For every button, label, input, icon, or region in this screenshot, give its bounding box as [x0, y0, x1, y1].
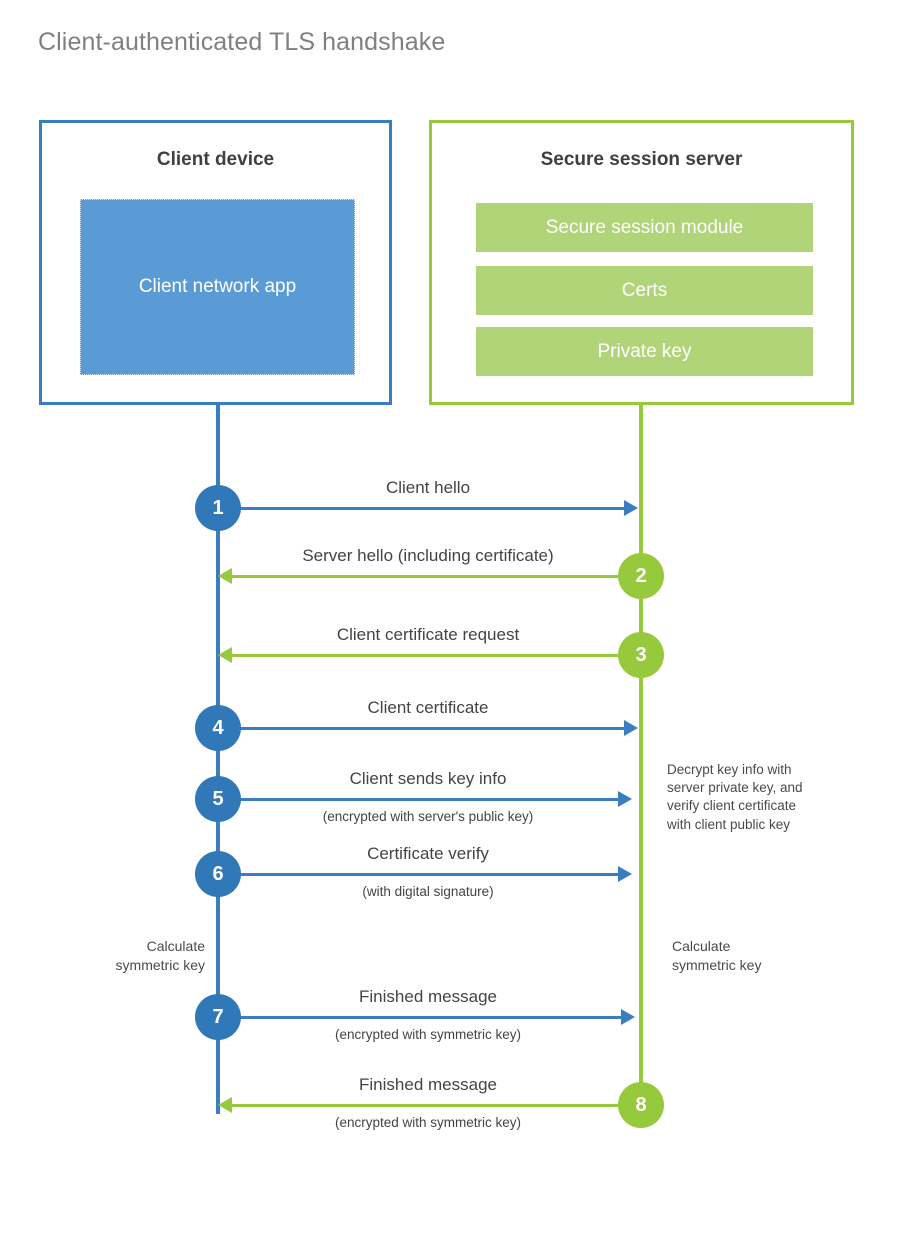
step-8-number-badge: 8: [618, 1082, 664, 1128]
step-5-number-badge: 5: [195, 776, 241, 822]
step-1-number-badge: 1: [195, 485, 241, 531]
step-8-arrow-line: [232, 1104, 641, 1107]
step-3-label: Client certificate request: [336, 625, 520, 644]
server-component-secure-session-module: Secure session module: [476, 203, 813, 252]
step-4-label: Client certificate: [367, 698, 489, 717]
server-lifeline: [639, 405, 643, 1105]
server-decrypt-annotation: Decrypt key info with server private key…: [667, 761, 842, 834]
step-2-number-badge: 2: [618, 553, 664, 599]
step-5-label: Client sends key info: [349, 769, 507, 788]
step-4-number-badge: 4: [195, 705, 241, 751]
step-7-arrow-head: [621, 1009, 635, 1025]
step-2-arrow-head: [218, 568, 232, 584]
step-3-number-badge: 3: [618, 632, 664, 678]
step-6-arrow-line: [218, 873, 618, 876]
step-7-number-badge: 7: [195, 994, 241, 1040]
step-5-arrow-head: [618, 791, 632, 807]
step-5-arrow-line: [218, 798, 618, 801]
page-title: Client-authenticated TLS handshake: [38, 28, 446, 56]
step-6-number-badge: 6: [195, 851, 241, 897]
step-1-arrow-line: [218, 507, 624, 510]
step-2-arrow-line: [232, 575, 641, 578]
client-device-box: Client device Client network app: [39, 120, 392, 405]
step-6-label: Certificate verify: [367, 844, 489, 863]
step-3-arrow-head: [218, 647, 232, 663]
server-calc-line-1: Calculate: [672, 938, 731, 954]
step-8-sublabel: (encrypted with symmetric key): [334, 1115, 522, 1130]
step-8-arrow-head: [218, 1097, 232, 1113]
client-network-app-block: Client network app: [80, 199, 355, 375]
step-7-label: Finished message: [359, 987, 497, 1006]
server-decrypt-line-1: Decrypt key info with: [667, 762, 792, 777]
client-calculate-symmetric-key-annotation: Calculate symmetric key: [60, 937, 205, 975]
step-6-sublabel: (with digital signature): [362, 884, 494, 899]
server-calculate-symmetric-key-annotation: Calculate symmetric key: [672, 937, 847, 975]
step-3-arrow-line: [232, 654, 641, 657]
secure-session-server-box: Secure session server Secure session mod…: [429, 120, 854, 405]
client-calc-line-1: Calculate: [146, 938, 205, 954]
step-7-arrow-line: [218, 1016, 621, 1019]
client-device-title: Client device: [156, 149, 275, 170]
client-lifeline: [216, 405, 220, 1114]
step-8-label: Finished message: [359, 1075, 497, 1094]
server-decrypt-line-3: verify client certificate: [667, 798, 797, 814]
server-decrypt-line-2: server private key, and: [667, 780, 803, 796]
step-1-arrow-head: [624, 500, 638, 516]
secure-session-server-title: Secure session server: [540, 149, 743, 170]
step-5-sublabel: (encrypted with server's public key): [322, 809, 534, 824]
server-calc-line-2: symmetric key: [672, 956, 762, 973]
server-decrypt-line-4: with client public key: [667, 816, 791, 832]
server-component-private-key: Private key: [476, 327, 813, 376]
step-4-arrow-head: [624, 720, 638, 736]
step-6-arrow-head: [618, 866, 632, 882]
client-calc-line-2: symmetric key: [115, 956, 205, 973]
server-component-certs: Certs: [476, 266, 813, 315]
step-1-label: Client hello: [385, 478, 471, 497]
step-2-label: Server hello (including certificate): [302, 546, 554, 565]
step-7-sublabel: (encrypted with symmetric key): [334, 1027, 522, 1042]
step-4-arrow-line: [218, 727, 624, 730]
